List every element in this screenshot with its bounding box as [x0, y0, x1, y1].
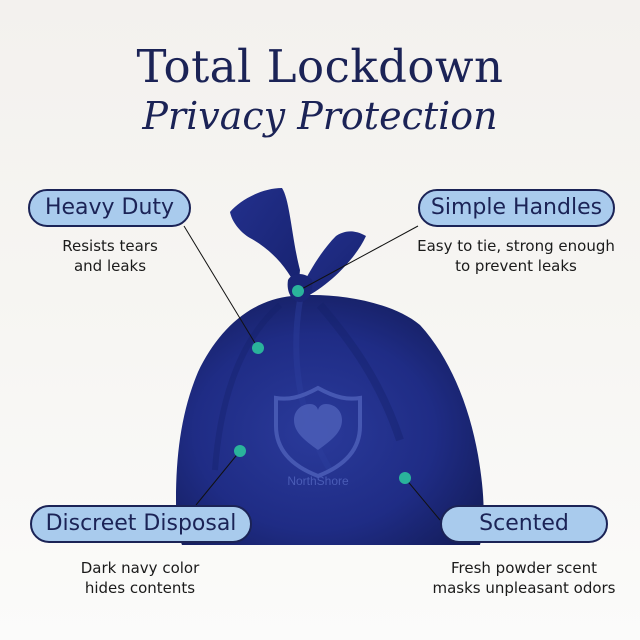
page-subtitle: Privacy Protection	[142, 94, 498, 138]
callout-dot	[234, 445, 246, 457]
callout-scented-desc: Fresh powder scent masks unpleasant odor…	[412, 558, 636, 598]
callout-heavy-duty-desc: Resists tears and leaks	[20, 236, 200, 276]
callout-simple-handles-desc: Easy to tie, strong enough to prevent le…	[396, 236, 636, 276]
callout-scented-label: Scented	[440, 505, 608, 543]
callout-dot	[399, 472, 411, 484]
heart-shield-icon	[274, 385, 362, 479]
callout-dot	[292, 285, 304, 297]
desc-line: Easy to tie, strong enough	[417, 237, 615, 255]
desc-line: Resists tears	[62, 237, 158, 255]
bag-fold	[212, 302, 282, 471]
callout-heavy-duty-label: Heavy Duty	[28, 189, 191, 227]
brand-text: NorthShore	[287, 474, 349, 488]
connector-line	[404, 477, 441, 521]
callout-discreet-disposal-label: Discreet Disposal	[30, 505, 252, 543]
bag-fold	[293, 299, 333, 472]
desc-line: hides contents	[84, 579, 196, 597]
bag-tie-left	[230, 188, 300, 292]
desc-line: to prevent leaks	[455, 257, 577, 275]
bag-fold	[316, 302, 404, 442]
desc-line: and leaks	[73, 257, 147, 275]
connector-line	[297, 225, 419, 292]
callout-discreet-disposal-desc: Dark navy color hides contents	[50, 558, 230, 598]
desc-line: Dark navy color	[80, 559, 200, 577]
connector-line	[183, 225, 259, 349]
page-title: Total Lockdown	[136, 40, 504, 93]
connector-line	[195, 450, 241, 506]
callout-dot	[252, 342, 264, 354]
callout-simple-handles-label: Simple Handles	[418, 189, 615, 227]
desc-line: masks unpleasant odors	[432, 579, 616, 597]
desc-line: Fresh powder scent	[450, 559, 598, 577]
